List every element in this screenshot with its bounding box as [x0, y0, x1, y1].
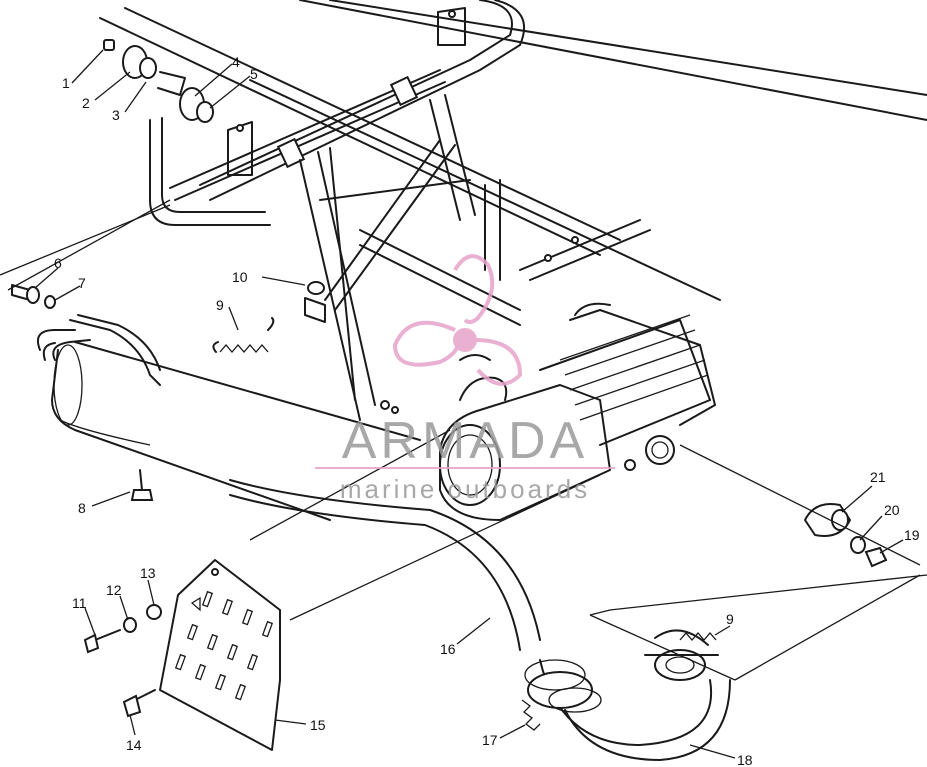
callout-14: 14 [126, 737, 142, 753]
leader-lines [34, 49, 904, 759]
hardware-parts [11, 39, 888, 731]
callout-15: 15 [310, 717, 326, 733]
callout-9-lower: 9 [726, 611, 734, 627]
callout-17: 17 [482, 732, 498, 748]
vehicle-frame [99, 0, 927, 421]
heat-shield [159, 559, 281, 751]
head-pipe [229, 479, 731, 761]
callout-9-upper: 9 [216, 297, 224, 313]
armada-watermark: ARMADA marine outboards [315, 254, 615, 504]
callout-6: 6 [54, 255, 62, 271]
callout-7: 7 [78, 275, 86, 291]
reference-lines [0, 199, 927, 681]
callout-3: 3 [112, 107, 120, 123]
callout-1: 1 [62, 75, 70, 91]
engine-assembly [439, 302, 716, 521]
callout-10: 10 [232, 269, 248, 285]
callout-16: 16 [440, 641, 456, 657]
watermark-brand-name: ARMADA [342, 412, 588, 470]
callout-12: 12 [106, 582, 122, 598]
propeller-logo-icon [392, 254, 523, 386]
callout-8: 8 [78, 500, 86, 516]
callout-11: 11 [72, 595, 87, 611]
muffler [36, 314, 421, 521]
callout-19: 19 [904, 527, 920, 543]
callout-18: 18 [737, 752, 753, 767]
callout-20: 20 [884, 502, 900, 518]
callout-4: 4 [232, 54, 240, 70]
callout-13: 13 [140, 565, 156, 581]
callout-2: 2 [82, 95, 90, 111]
watermark-tagline: marine outboards [340, 474, 590, 504]
callout-21: 21 [870, 469, 886, 485]
callout-5: 5 [250, 66, 258, 82]
callout-labels: 1 2 3 4 5 6 7 8 9 9 10 11 12 13 14 15 16… [54, 54, 920, 767]
